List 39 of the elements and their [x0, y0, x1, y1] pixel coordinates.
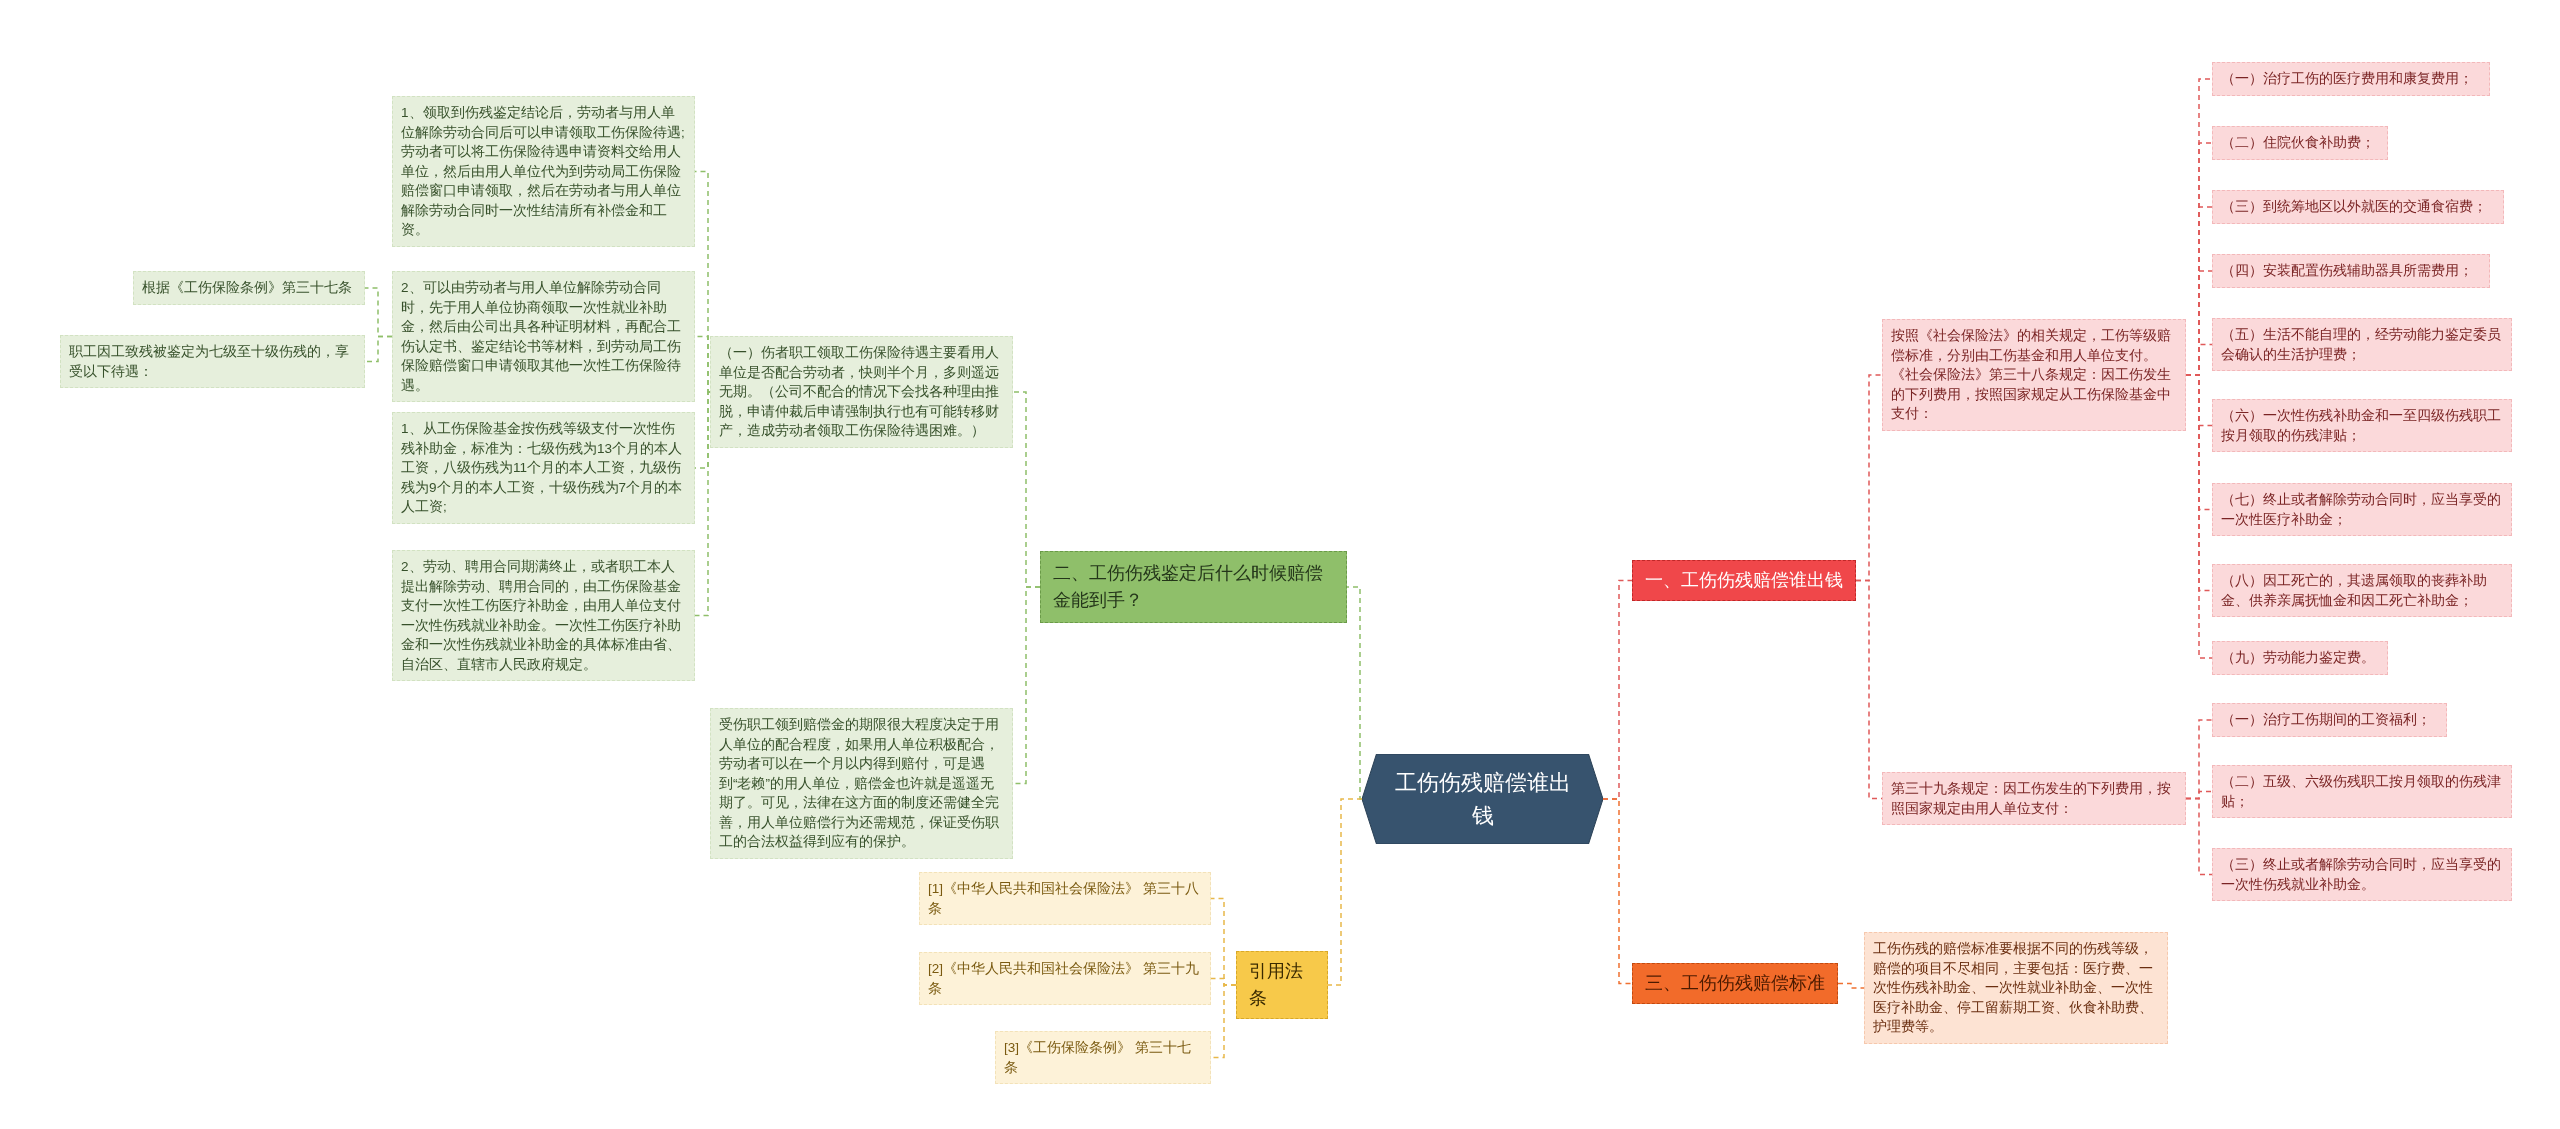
topic-card: 职工因工致残被鉴定为七级至十级伤残的，享受以下待遇： — [60, 335, 365, 389]
central-topic: 工伤伤残赔偿谁出钱 — [1362, 754, 1603, 844]
topic-card: [1]《中华人民共和国社会保险法》 第三十八条 — [919, 872, 1211, 926]
connector — [694, 391, 711, 617]
topic-card: （一）治疗工伤期间的工资福利； — [2212, 703, 2447, 737]
topic-card: （六）一次性伤残补助金和一至四级伤残职工按月领取的伤残津贴； — [2212, 399, 2512, 453]
topic-card: 受伤职工领到赔偿金的期限很大程度决定于用人单位的配合程度，如果用人单位积极配合，劳动者可以在一个月以内得到赔付，可是遇到“老赖”的用人单位，赔偿金也许就是遥遥无期了。可见，法律在这方面的制度还需健全完善，用人单位赔偿行为还需规范，保证受伤职工的合法权益得到应有的保护。 — [710, 708, 1013, 859]
branch-topic: 一、工伤伤残赔偿谁出钱 — [1632, 560, 1856, 601]
topic-card: （一）伤者职工领取工伤保险待遇主要看用人单位是否配合劳动者，快则半个月，多则遥远无期。（公司不配合的情况下会找各种理由推脱，申请仲裁后申请强制执行也有可能转移财产，造成劳动者领取工伤保险待遇困难。） — [710, 336, 1013, 448]
branch-topic: 三、工伤伤残赔偿标准 — [1632, 963, 1838, 1004]
topic-card: 2、可以由劳动者与用人单位解除劳动合同时，先于用人单位协商领取一次性就业补助金，然后由公司出具各种证明材料，再配合工伤认定书、鉴定结论书等材料，到劳动局工伤保险赔偿窗口申请领取其他一次性工伤保险待遇。 — [392, 271, 695, 403]
connector — [2185, 797, 2213, 876]
topic-card: （三）终止或者解除劳动合同时，应当享受的一次性伤残就业补助金。 — [2212, 848, 2512, 902]
topic-card: 2、劳动、聘用合同期满终止，或者职工本人提出解除劳动、聘用合同的，由工伤保险基金支付一次性工伤医疗补助金，由用人单位支付一次性伤残就业补助金。一次性工伤医疗补助金和一次性伤残就业补助金的具体标准由省、自治区、直辖市人民政府规定。 — [392, 550, 695, 682]
topic-card: （九）劳动能力鉴定费。 — [2212, 641, 2388, 675]
topic-card: （一）治疗工伤的医疗费用和康复费用； — [2212, 62, 2490, 96]
topic-card: （三）到统筹地区以外就医的交通食宿费； — [2212, 190, 2504, 224]
topic-card: （五）生活不能自理的，经劳动能力鉴定委员会确认的生活护理费； — [2212, 318, 2512, 372]
topic-card: 根据《工伤保险条例》第三十七条 — [133, 271, 365, 305]
topic-card: （二）住院伙食补助费； — [2212, 126, 2388, 160]
topic-card: 按照《社会保险法》的相关规定，工伤等级赔偿标准，分别由工伤基金和用人单位支付。《社会保险法》第三十八条规定：因工伤发生的下列费用，按照国家规定从工伤保险基金中支付： — [1882, 319, 2186, 431]
connector — [364, 335, 393, 363]
branch-topic: 二、工伤伤残鉴定后什么时候赔偿金能到手？ — [1040, 551, 1347, 623]
branch-topic: 引用法条 — [1236, 951, 1328, 1019]
topic-card: 1、领取到伤残鉴定结论后，劳动者与用人单位解除劳动合同后可以申请领取工伤保险待遇;劳动者可以将工伤保险待遇申请资料交给用人单位，然后由用人单位代为到劳动局工伤保险赔偿窗口申请领取，然后在劳动者与用人单位解除劳动合同时一次性结清所有补偿金和工资。 — [392, 96, 695, 247]
topic-card: [3]《工伤保险条例》 第三十七条 — [995, 1031, 1211, 1085]
connector — [1602, 798, 1633, 985]
connector — [2185, 374, 2213, 659]
topic-card: [2]《中华人民共和国社会保险法》 第三十九条 — [919, 952, 1211, 1006]
topic-card: （二）五级、六级伤残职工按月领取的伤残津贴； — [2212, 765, 2512, 819]
connector — [1837, 982, 1865, 989]
topic-card: 第三十九条规定：因工伤发生的下列费用，按照国家规定由用人单位支付： — [1882, 772, 2186, 826]
topic-card: （七）终止或者解除劳动合同时，应当享受的一次性医疗补助金； — [2212, 483, 2512, 537]
connector — [1327, 798, 1363, 986]
connector — [1346, 586, 1363, 800]
topic-card: （八）因工死亡的，其遗属领取的丧葬补助金、供养亲属抚恤金和因工死亡补助金； — [2212, 564, 2512, 618]
topic-card: 工伤伤残的赔偿标准要根据不同的伤残等级，赔偿的项目不尽相同，主要包括：医疗费、一次性伤残补助金、一次性就业补助金、一次性医疗补助金、停工留薪期工资、伙食补助费、护理费等。 — [1864, 932, 2168, 1044]
topic-card: 1、从工伤保险基金按伤残等级支付一次性伤残补助金，标准为：七级伤残为13个月的本人工资，八级伤残为11个月的本人工资，九级伤残为9个月的本人工资，十级伤残为7个月的本人工资; — [392, 412, 695, 524]
topic-card: （四）安装配置伤残辅助器具所需费用； — [2212, 254, 2490, 288]
